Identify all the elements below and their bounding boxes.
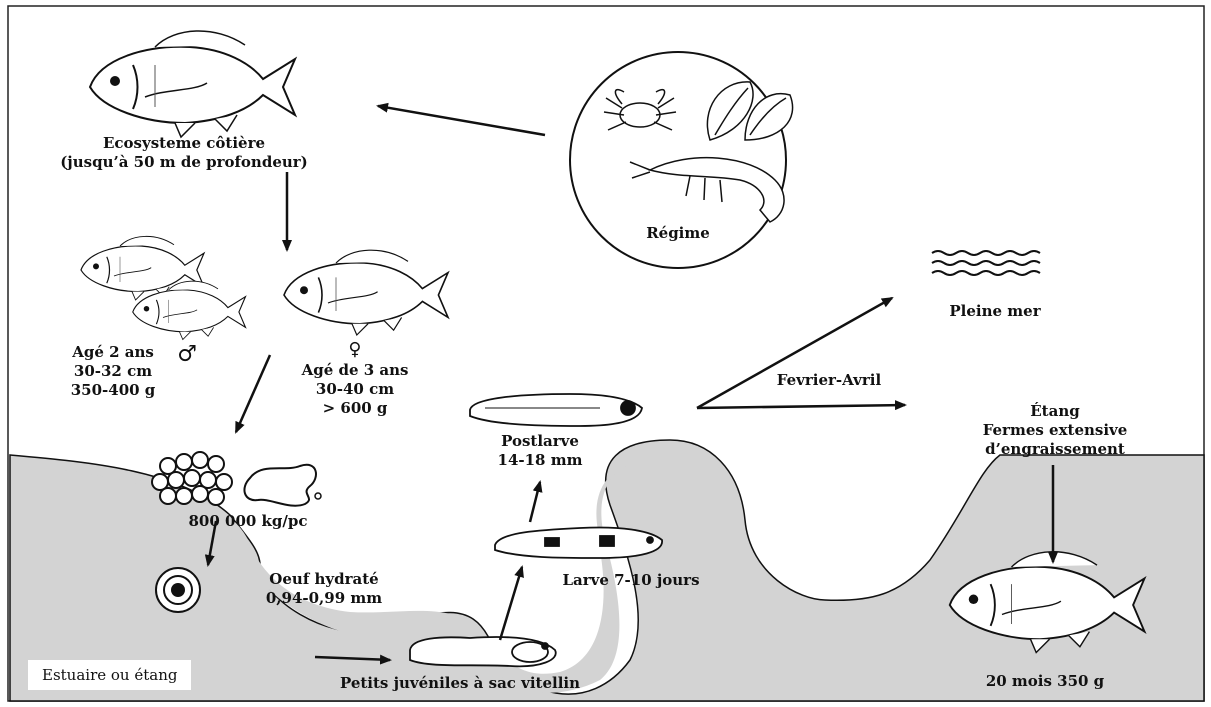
postlarva-size: 14-18 mm xyxy=(470,451,610,470)
female-weight: > 600 g xyxy=(280,399,430,418)
estuary-label: Estuaire ou étang xyxy=(28,660,191,690)
diet-label: Régime xyxy=(638,224,718,243)
larva-label: Larve 7-10 jours xyxy=(556,571,706,590)
female-age: Agé de 3 ans xyxy=(280,361,430,380)
arrow-breeders-to-eggs xyxy=(236,355,270,432)
arrow-to-pond xyxy=(697,405,905,408)
hydrated-egg-name: Oeuf hydraté xyxy=(254,570,394,589)
female-fish-icon xyxy=(284,250,448,335)
open-sea-label: Pleine mer xyxy=(935,302,1055,321)
pond-label: Étang Fermes extensive d’engraissement xyxy=(970,402,1140,459)
postlarva-name: Postlarve xyxy=(470,432,610,451)
female-symbol: ♀ xyxy=(340,340,370,359)
female-label: Agé de 3 ans 30-40 cm > 600 g xyxy=(280,361,430,418)
arrow-to-open-sea xyxy=(697,298,892,408)
male-weight: 350-400 g xyxy=(58,381,168,400)
female-length: 30-40 cm xyxy=(280,380,430,399)
pond-line-3: d’engraissement xyxy=(970,440,1140,459)
coastal-ecosystem-label: Ecosysteme côtière (jusqu’à 50 m de prof… xyxy=(34,134,334,172)
egg-cluster-icon xyxy=(152,452,232,505)
pond-line-1: Étang xyxy=(970,402,1140,421)
male-symbol: ♂ xyxy=(172,345,202,364)
eggs-label: 800 000 kg/pc xyxy=(178,512,318,531)
hydrated-egg-size: 0,94-0,99 mm xyxy=(254,589,394,608)
male-label: Agé 2 ans 30-32 cm 350-400 g xyxy=(58,343,168,400)
open-sea-waves-icon xyxy=(932,251,1040,275)
gamete-cloud-icon xyxy=(244,465,316,506)
coastal-line-1: Ecosysteme côtière xyxy=(34,134,334,153)
coastal-line-2: (jusqu’à 50 m de profondeur) xyxy=(34,153,334,172)
hydrated-egg-label: Oeuf hydraté 0,94-0,99 mm xyxy=(254,570,394,608)
postlarva-label: Postlarve 14-18 mm xyxy=(470,432,610,470)
final-label: 20 mois 350 g xyxy=(975,672,1115,691)
postlarva-icon xyxy=(470,394,642,426)
male-length: 30-32 cm xyxy=(58,362,168,381)
arrow-juvenile-to-larva xyxy=(500,567,522,640)
larva-icon xyxy=(495,528,662,559)
period-label: Fevrier-Avril xyxy=(764,371,894,390)
juveniles-label: Petits juvéniles à sac vitellin xyxy=(330,674,590,693)
yolk-sac-juvenile-icon xyxy=(410,637,556,666)
arrow-larva-to-postlarva xyxy=(530,482,540,522)
arrow-diet-to-adult xyxy=(378,106,545,135)
hydrated-egg-icon xyxy=(156,568,200,612)
adult-fish-icon xyxy=(90,31,295,137)
pond-line-2: Fermes extensive xyxy=(970,421,1140,440)
male-age: Agé 2 ans xyxy=(58,343,168,362)
